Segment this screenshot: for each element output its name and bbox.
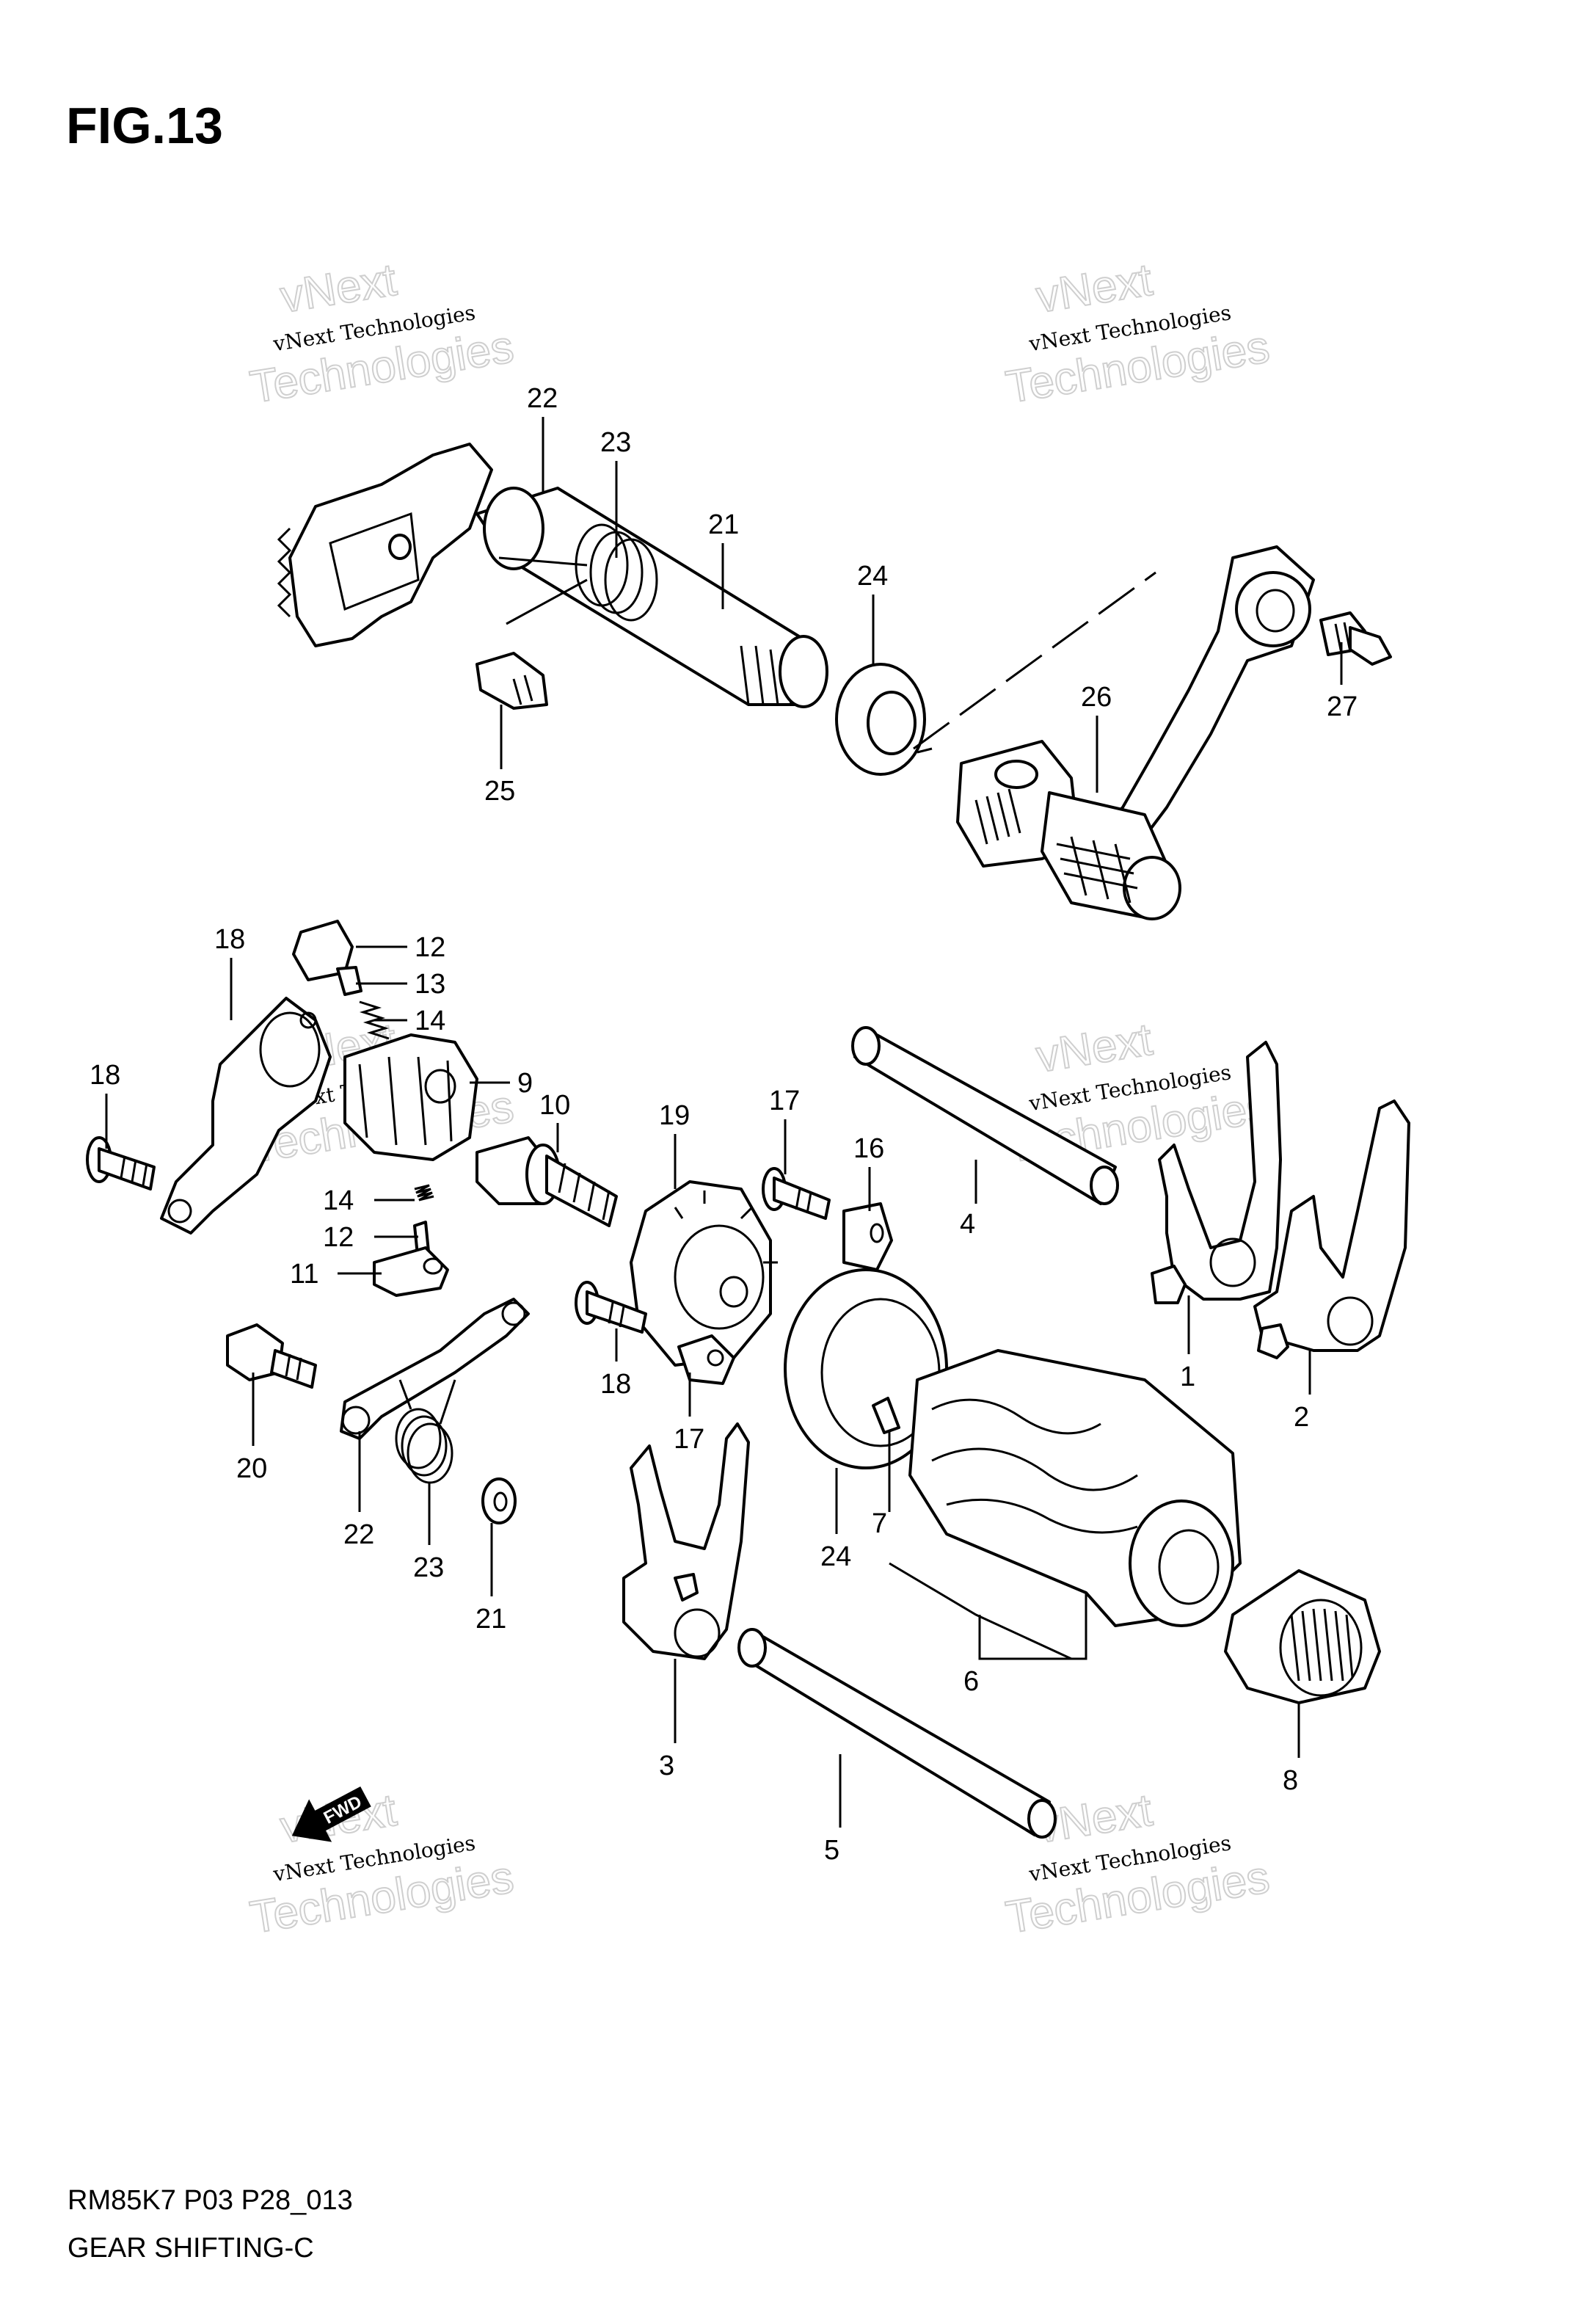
part-24-bearing [784,1268,948,1469]
callout-21: 21 [475,1604,506,1635]
callout-5: 5 [824,1835,839,1866]
callout-13: 13 [415,969,445,1000]
callout-7: 7 [872,1508,887,1539]
part-29-bolt [475,652,548,710]
alignment-line-tick [917,747,933,754]
callout-16: 18 [90,1060,120,1091]
part-11-stopper [373,1246,449,1297]
part-16-screw [86,1136,156,1190]
alignment-line-shaft-lever [913,571,1156,750]
part-31-lever-bolt [1319,611,1392,666]
part-30-gearshift-lever [956,545,1315,920]
callout-4: 4 [960,1209,975,1240]
part-8-needle-bearing [1224,1569,1381,1704]
caption-title: GEAR SHIFTING-C [68,2233,314,2264]
part-1-shift-fork-a [1151,1041,1282,1304]
watermark-top-left: vNext vNext Technologies Technologies [246,254,517,414]
leader-lines [105,417,1343,1828]
callout-26: 22 [527,383,558,414]
part-23-spring [395,1379,456,1484]
part-28-oil-seal [835,663,926,776]
caption-code: RM85K7 P03 P28_013 [68,2185,353,2216]
part-19-cam-gear [630,1180,778,1367]
part-2-shift-fork-b [1253,1099,1410,1359]
part-13-pin [336,966,362,996]
callout-24: 24 [820,1541,851,1572]
part-25-shift-shaft [475,487,828,708]
part-4-fork-shaft [851,1026,1119,1205]
callout-12-lower: 12 [323,1222,354,1253]
callout-labels: 22 23 21 24 25 26 27 18 18 12 13 14 9 10… [90,383,1358,1866]
callout-20: 20 [236,1453,267,1484]
callout-15: 18 [214,924,245,955]
part-5-fork-shaft [737,1628,1057,1839]
part-3-shift-fork-c [622,1422,750,1660]
part-17-retainer-upper [842,1202,893,1271]
watermark-ghost-top: vNext [277,255,400,323]
part-7-pin [872,1397,900,1434]
callout-29: 25 [484,776,515,807]
part-6-shift-drum [908,1349,1242,1627]
figure-label: FIG.13 [66,97,223,154]
callout-2: 2 [1294,1402,1309,1433]
part-17-retainer-lower [677,1334,735,1385]
callout-22: 22 [343,1519,374,1550]
callout-8: 8 [1283,1765,1298,1796]
callout-28: 24 [857,561,888,592]
watermark-ghost-top: vNext [1033,255,1156,323]
part-10-bolt [475,1136,618,1227]
part-18-screw-upper [762,1167,831,1220]
callout-3: 3 [659,1751,674,1781]
callout-31: 27 [1327,691,1358,722]
callout-19-label: 19 [659,1100,690,1131]
callout-11: 11 [290,1259,318,1290]
callout-10: 10 [539,1090,570,1121]
callout-25: 21 [708,509,739,540]
watermark-ghost-top: vNext [1033,1014,1156,1083]
part-18-screw-lower [575,1281,647,1334]
part-21-washer [481,1477,517,1524]
watermark-bottom-left: vNext vNext Technologies Technologies [246,1784,517,1944]
part-26-shift-arm [277,443,493,647]
callout-14-lower: 14 [323,1185,354,1216]
callout-30: 26 [1081,682,1112,713]
callout-9: 9 [517,1068,533,1099]
callout-14-top: 14 [415,1006,445,1036]
watermark-top-right: vNext vNext Technologies Technologies [1002,254,1273,414]
callout-17-lower: 17 [674,1424,704,1455]
part-22-shift-arm [340,1298,530,1440]
callout-12-top: 12 [415,932,445,963]
part-15-stopper-plate [160,997,332,1235]
callout-23: 23 [413,1552,444,1583]
part-9-shift-cam [343,1033,478,1161]
part-20-bolt [226,1323,317,1389]
callout-6: 6 [963,1666,979,1697]
part-14-spring-lower [414,1184,434,1202]
callout-18-upper: 17 [769,1086,800,1116]
callout-17-upper: 16 [853,1133,884,1164]
callout-1: 1 [1180,1362,1195,1392]
callout-27: 23 [600,427,631,458]
callout-18-lower: 18 [600,1369,631,1400]
